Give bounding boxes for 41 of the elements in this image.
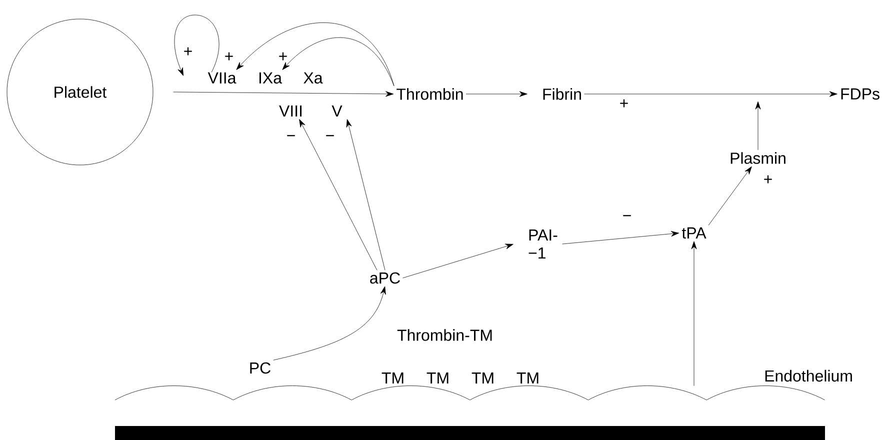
protein-label: PC: [250, 362, 270, 374]
tm-label: TM: [472, 372, 494, 384]
protein-label: Thrombin: [396, 88, 463, 100]
arrow: [346, 119, 386, 270]
protein-label: tPA: [682, 227, 706, 239]
arrow: [562, 231, 680, 244]
arrow: [236, 22, 394, 86]
complex-label: Thrombin-TM: [397, 329, 492, 341]
arrow: [282, 38, 394, 86]
arrow: [174, 14, 220, 76]
arrow: [708, 166, 752, 226]
arrow: [273, 286, 386, 360]
protein-label: VIIa: [208, 72, 236, 84]
protein-label: aPC: [370, 272, 400, 284]
protein-label: V: [332, 106, 342, 116]
protein-label: Fibrin: [543, 88, 581, 100]
tm-label: TM: [426, 372, 448, 384]
minus-sign: −: [326, 135, 334, 136]
protein-label: Plasmin: [730, 152, 786, 164]
arrow: [755, 101, 761, 150]
tm-label: TM: [382, 372, 404, 384]
minus-sign: −: [287, 135, 295, 136]
node-label: Endothelium: [765, 370, 852, 382]
arrow: [299, 119, 378, 270]
protein-label: FDPs: [841, 88, 880, 100]
tm-label: TM: [516, 372, 538, 384]
protein-label: Xa: [304, 72, 323, 84]
plus-sign: +: [225, 52, 233, 60]
protein-label: VIII: [279, 106, 302, 116]
arrow: [466, 91, 528, 97]
plus-sign: +: [184, 47, 192, 56]
arrow: [691, 241, 697, 386]
plus-sign: +: [764, 175, 772, 184]
plus-sign: +: [279, 52, 287, 60]
protein-label: PAI- −1: [528, 230, 558, 258]
protein-label: IXa: [259, 72, 282, 84]
arrow: [173, 91, 394, 97]
arrow: [584, 91, 838, 97]
arrow: [402, 244, 514, 278]
plus-sign: +: [620, 99, 628, 108]
minus-sign: −: [623, 215, 631, 216]
